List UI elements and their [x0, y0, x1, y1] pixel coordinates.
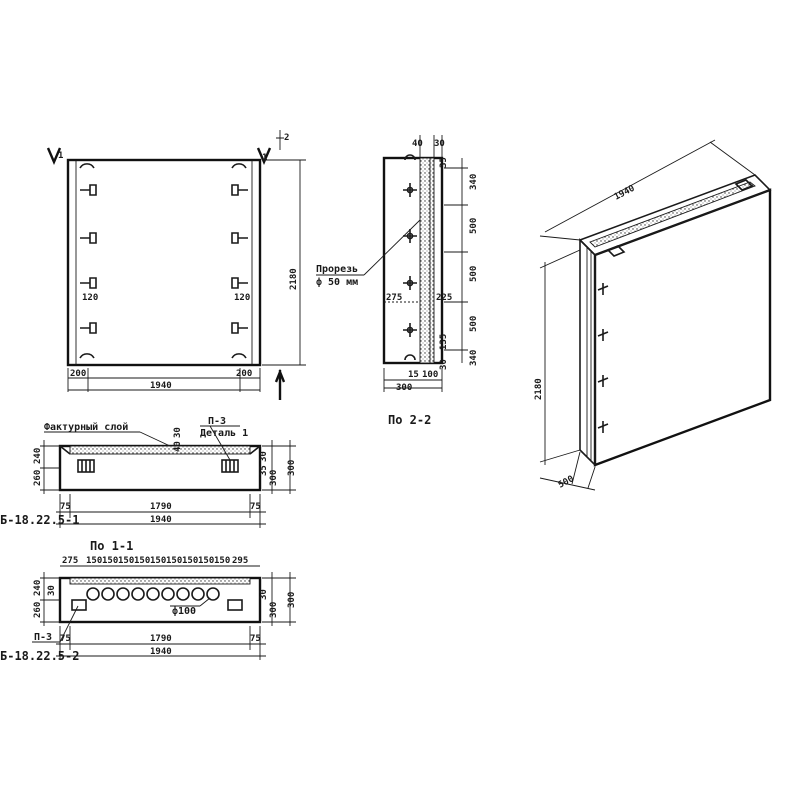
- section-top-left-dim-2: 240: [33, 448, 43, 464]
- section11-left-dim-3: 240: [33, 580, 43, 596]
- elevation-edge-right: 200: [236, 369, 252, 379]
- section11-left-dim-1: 30: [47, 585, 57, 596]
- section-top-inner-width: 1790: [150, 502, 172, 512]
- section22-top-dim-b: 30: [434, 139, 445, 149]
- section-top-small-left: 75: [60, 502, 71, 512]
- section22-bottom-width: 300: [396, 383, 412, 393]
- section-top-right-dim-2: 35: [259, 465, 269, 476]
- section-mark-left: 1: [58, 151, 63, 161]
- section22-right-dim-5: 340: [469, 350, 479, 366]
- section11-top-dim-6: 150: [150, 556, 166, 566]
- detail-label: Деталь 1: [200, 428, 248, 439]
- insert-mark-right: 120: [234, 293, 250, 303]
- section-top-right-dim-3: 300: [269, 470, 279, 486]
- groove-label-line1: Прорезь: [316, 264, 358, 275]
- section11-top-dim-8: 150: [182, 556, 198, 566]
- section-top-dim-30: 30: [173, 427, 183, 438]
- section22-right-dim-1: 340: [469, 174, 479, 190]
- facing-layer-label: Фактурный слой: [44, 421, 128, 433]
- section11-top-dim-9: 150: [198, 556, 214, 566]
- section22-bottom-small-a: 15: [408, 370, 419, 380]
- iso-height-dim: 2180: [534, 378, 544, 400]
- section-top-right-dim-1: 30: [259, 451, 269, 462]
- elevation-height-dim: 2180: [289, 268, 299, 290]
- section11-top-dim-2: 150: [86, 556, 102, 566]
- section11-top-dim-11: 295: [232, 556, 248, 566]
- section22-title: По 2-2: [388, 413, 431, 427]
- section11-top-dim-5: 150: [134, 556, 150, 566]
- section22-right-dim-2: 500: [469, 218, 479, 234]
- elevation-width-dim: 1940: [150, 381, 172, 391]
- section11-title: По 1-1: [90, 539, 133, 553]
- mark-b-18-22-5-2: Б-18.22.5-2: [0, 649, 79, 663]
- section11-left-dim-2: 260: [33, 602, 43, 618]
- section22-bottom-dim-b: 135: [439, 334, 449, 350]
- section22-inner-right: 225: [436, 293, 452, 303]
- section11-top-dim-10: 150: [214, 556, 230, 566]
- section-top-right-dim-4: 300: [287, 460, 297, 476]
- p3-label-bottom: П-3: [34, 632, 52, 643]
- section-top-small-right: 75: [250, 502, 261, 512]
- section11-top-dim-3: 150: [102, 556, 118, 566]
- section22-bottom-dim-a: 30: [439, 359, 449, 370]
- insert-mark-left: 120: [82, 293, 98, 303]
- section22-bottom-small-b: 100: [422, 370, 438, 380]
- section11-top-dim-4: 150: [118, 556, 134, 566]
- section-mark-right: 1: [262, 153, 267, 163]
- section-top-left-dim-1: 260: [33, 470, 43, 486]
- section-top: Фактурный слой П-3 Деталь 1 40 30 260 24…: [0, 416, 297, 528]
- elevation-edge-left: 200: [70, 369, 86, 379]
- groove-label-line2: ф 50 мм: [316, 276, 358, 288]
- section11-small-left: 75: [60, 634, 71, 644]
- section11-right-dim-3: 300: [287, 592, 297, 608]
- hole-label: ф100: [172, 605, 196, 617]
- section22-side-small: 35: [439, 157, 449, 168]
- elevation-outline: [66, 158, 262, 367]
- iso-thickness-dim: 500: [557, 474, 576, 490]
- isometric-view: 1940 2180 500: [534, 139, 772, 491]
- section22-inner-left: 275: [386, 293, 402, 303]
- section11-right-dim-1: 30: [259, 589, 269, 600]
- mark-b-18-22-5-1: Б-18.22.5-1: [0, 513, 79, 527]
- p3-label-top: П-3: [208, 416, 226, 427]
- section11-top-dim-7: 150: [166, 556, 182, 566]
- iso-width-dim: 1940: [613, 184, 637, 203]
- section-1-1: По 1-1 275 150 150 150 150 150 150 150 1…: [0, 539, 297, 663]
- section-top-dim-40: 40: [173, 441, 183, 452]
- section-2-2: 40 30 35 340 500 500 500 340 275 225 Про…: [316, 135, 479, 427]
- elevation-view: 120 120 1 1 2 2180 200 200 1940: [46, 130, 306, 400]
- section22-top-dim-a: 40: [412, 139, 423, 149]
- section11-top-dim-1: 275: [62, 556, 78, 566]
- section-top-overall-width: 1940: [150, 515, 172, 525]
- section11-overall-width: 1940: [150, 647, 172, 657]
- section22-right-dim-4: 500: [469, 316, 479, 332]
- section11-small-right: 75: [250, 634, 261, 644]
- section22-right-dim-3: 500: [469, 266, 479, 282]
- section-mark-top: 2: [284, 133, 289, 143]
- section11-right-dim-2: 300: [269, 602, 279, 618]
- section11-inner-width: 1790: [150, 634, 172, 644]
